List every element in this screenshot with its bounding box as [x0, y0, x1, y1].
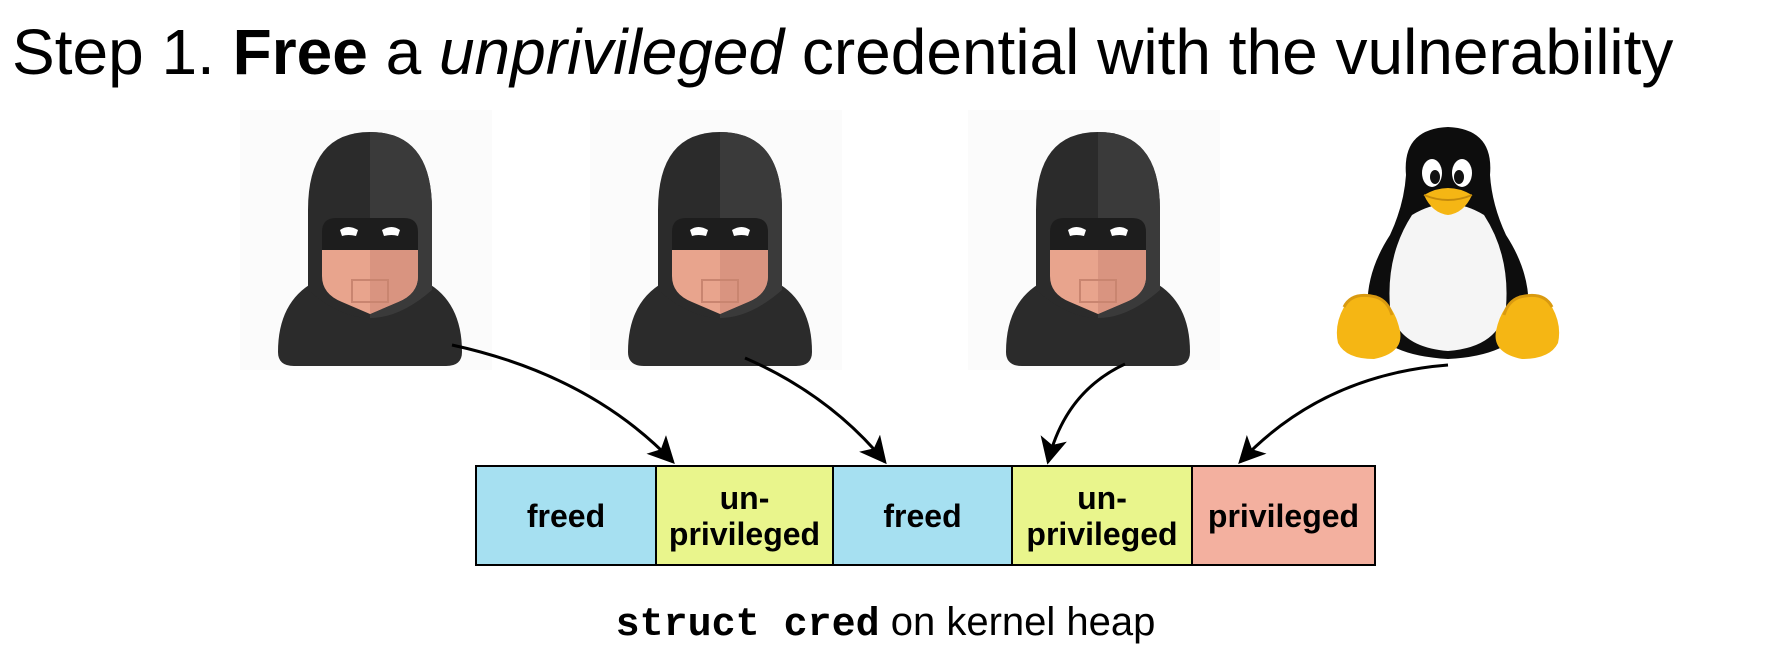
heap-cell-unprivileged: un- privileged — [1013, 467, 1193, 564]
arrow-attacker-1-to-cell-2 — [451, 343, 675, 464]
title-rest: credential with the vulnerability — [801, 16, 1674, 88]
heap-caption: struct cred on kernel heap — [0, 600, 1771, 648]
title-step: Step 1. — [12, 16, 215, 88]
heap-cell-unprivileged: un- privileged — [657, 467, 834, 564]
hooded-hacker-icon — [968, 110, 1220, 370]
title-italic-word: unprivileged — [438, 16, 785, 88]
hooded-hacker-icon — [590, 110, 842, 370]
caption-code: struct cred — [615, 603, 880, 648]
arrow-attacker-2-to-cell-3 — [744, 356, 887, 465]
slide-title: Step 1. Free a unprivileged credential w… — [12, 12, 1673, 92]
heap-cell-freed: freed — [477, 467, 657, 564]
heap-cell-freed: freed — [834, 467, 1013, 564]
arrow-attacker-3-to-cell-4 — [1040, 362, 1126, 465]
title-article: a — [385, 16, 422, 88]
hooded-hacker-icon — [240, 110, 492, 370]
arrow-kernel-to-cell-5 — [1238, 363, 1449, 464]
caption-text: on kernel heap — [890, 600, 1156, 644]
kernel-heap-cred-array: freed un- privileged freed un- privilege… — [475, 465, 1376, 566]
heap-cell-privileged: privileged — [1193, 467, 1374, 564]
linux-tux-penguin-icon — [1336, 127, 1560, 359]
title-bold-word: Free — [232, 16, 368, 88]
